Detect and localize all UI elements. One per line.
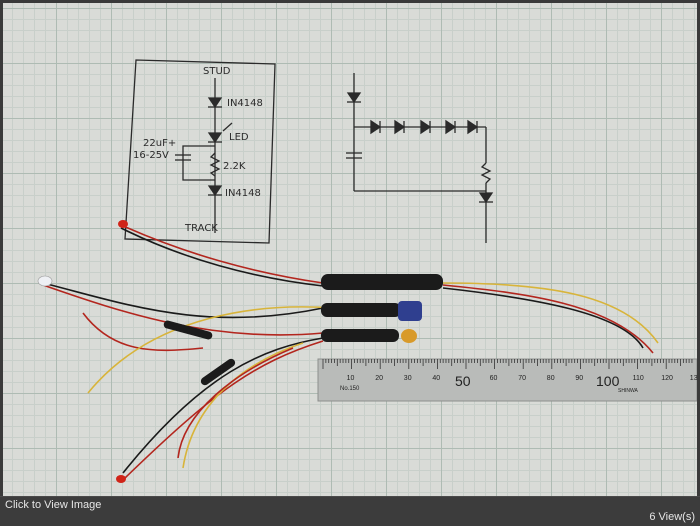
ruler-maker: SHINWA [618, 388, 638, 394]
steel-ruler [317, 358, 697, 402]
ruler-label: 80 [546, 375, 555, 382]
label-diode-top: IN4148 [227, 98, 263, 109]
ruler-label: 120 [661, 375, 673, 382]
label-resistor: 2.2K [223, 161, 246, 172]
label-cap: 22uF+ [143, 138, 177, 149]
ruler-label: 30 [403, 375, 412, 382]
ruler-label: 60 [489, 375, 498, 382]
ruler-label: 70 [518, 375, 526, 382]
schematic-left [124, 59, 276, 244]
heat-shrink-components [37, 220, 443, 483]
label-track: TRACK [185, 223, 218, 234]
ruler-label: 20 [375, 375, 383, 382]
ruler-label: 40 [432, 375, 441, 382]
label-led: LED [229, 132, 249, 143]
ruler-label-50: 50 [455, 373, 471, 389]
wiring [42, 224, 659, 479]
ruler-labels: 1020304060708090110120130 50 100 No.150 … [318, 359, 697, 401]
label-stud: STUD [203, 66, 231, 77]
ruler-label: 10 [346, 375, 355, 382]
ruler-label: 110 [632, 375, 644, 382]
view-count: 6 View(s) [649, 511, 695, 523]
ruler-label: 130 [689, 375, 697, 382]
footer-bar: Click to View Image 6 View(s) [0, 496, 700, 526]
photo[interactable]: STUD IN4148 LED 22uF+ 16-25V 2.2K IN4148… [3, 3, 697, 496]
label-diode-bottom: IN4148 [225, 188, 261, 199]
ruler-inscription: No.150 [340, 386, 360, 392]
schematic-right [346, 73, 494, 243]
photo-content [37, 59, 697, 483]
ruler-label-100: 100 [596, 373, 620, 389]
ruler-label: 90 [575, 375, 584, 382]
view-image-link[interactable]: Click to View Image [5, 499, 102, 511]
label-cap-voltage: 16-25V [133, 150, 169, 161]
